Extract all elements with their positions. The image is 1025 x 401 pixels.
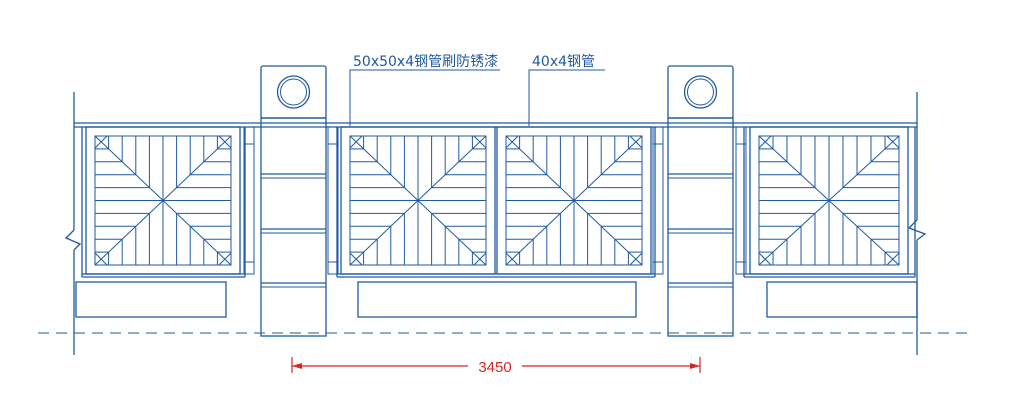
end-bar-rect [652,126,664,275]
lattice-square [85,126,241,275]
lattice-corner-tick [473,135,487,149]
post-cap-ornament-inner [687,78,714,106]
post-body [667,117,734,337]
panel-frame [336,127,656,278]
left-break-line [64,92,82,355]
lattice-outer-frame [340,126,496,275]
lattice-corner-tick [349,252,363,266]
post-cap-ornament-inner [280,78,307,106]
lattice-square [749,126,909,275]
leader-post-spec: 50x50x4钢管刷防锈漆 [349,54,500,126]
stone-post [667,65,734,337]
lattice-corner-tick [473,252,487,266]
post-cap [667,65,734,119]
lattice-corner-tick [218,252,232,266]
lattice-corner-tick [886,252,900,266]
lattice-corner-tick [505,135,519,149]
lattice-square [340,126,496,275]
lattice-corner-tick [758,252,772,266]
lattice-corner-tick [94,252,108,266]
post-spec-label: 50x50x4钢管刷防锈漆 [353,54,498,70]
lattice-corner-tick [505,252,519,266]
end-bar [327,126,339,275]
span-dimension: 3450 [291,357,701,376]
lattice-square [496,126,652,275]
bar-spec-label: 40x4钢管 [532,54,595,70]
end-bar-rect [327,126,339,275]
post-cap-ornament [276,75,311,109]
end-bar [243,126,255,275]
base-plinth [766,281,918,318]
lattice-corner-tick [349,135,363,149]
lattice-corner-tick [629,252,643,266]
span-dimension-label: 3450 [478,359,511,376]
lattice-corner-tick [886,135,900,149]
railing-panels [81,126,916,278]
lattice-corner-tick [758,135,772,149]
base-plinths [75,281,918,318]
post-cap-ornament [683,75,718,109]
lattice-corner-tick [629,135,643,149]
end-bar-rect [243,126,255,275]
base-plinth [357,281,637,318]
end-bar-rect [735,126,747,275]
base-plinth [75,281,227,318]
lattice-corner-tick [94,135,108,149]
stone-post [260,65,327,337]
stone-posts [260,65,734,337]
end-bar [652,126,664,275]
post-body [260,117,327,337]
lattice-corner-tick [218,135,232,149]
lattice-outer-frame [496,126,652,275]
lattice-outer-frame [749,126,909,275]
end-bar [735,126,747,275]
lattice-outer-frame [85,126,241,275]
post-cap [260,65,327,119]
leader-bar-spec: 40x4钢管 [528,54,605,126]
